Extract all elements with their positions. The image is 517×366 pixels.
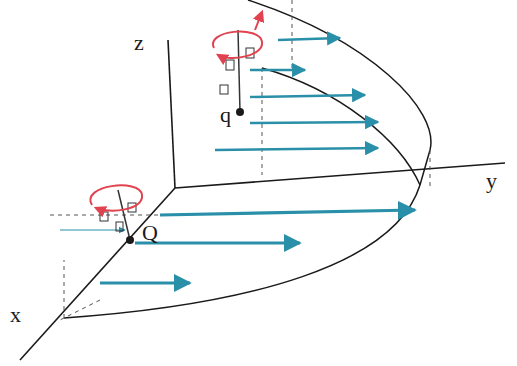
flow-arrows [60,38,415,283]
axis-label: z [134,32,144,54]
paddle-wheel [90,185,142,244]
axis-label: q [220,104,231,126]
axes [20,40,505,360]
axis-label: x [10,304,21,326]
axis-label: y [486,170,497,192]
dashed-guides [50,0,430,320]
surface-outline [64,0,431,318]
paddle-wheel [213,12,262,116]
axis-label: Q [142,222,158,244]
